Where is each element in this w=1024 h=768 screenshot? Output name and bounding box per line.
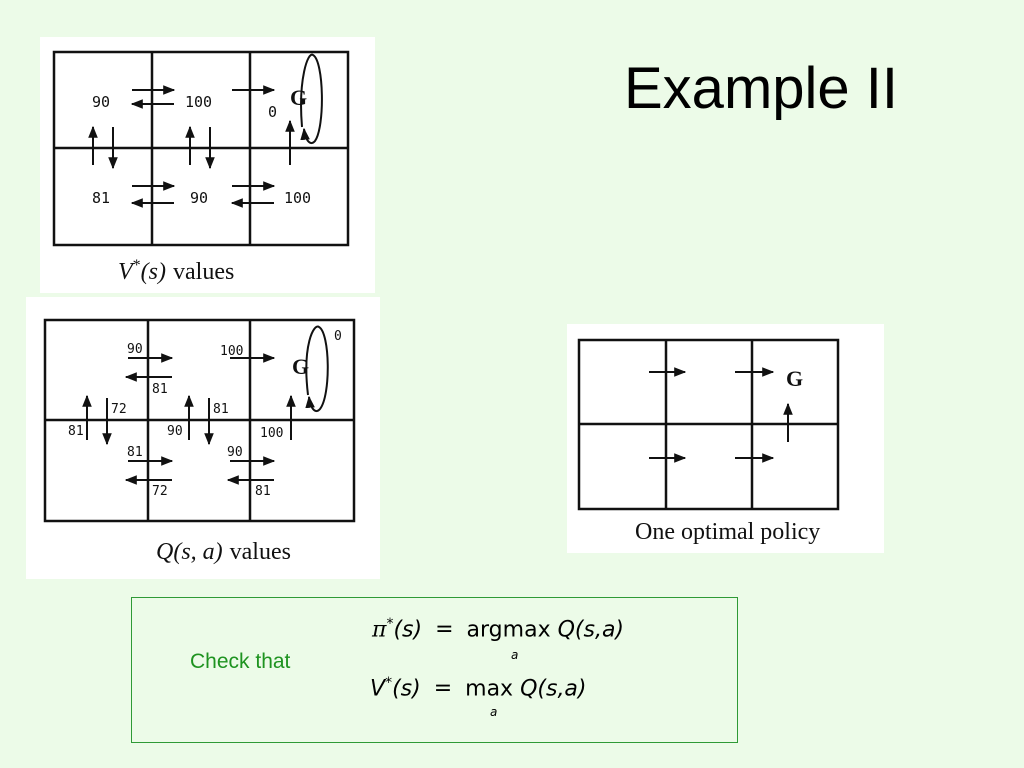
q-label-10: 81 xyxy=(127,445,143,460)
q-label-13: 81 xyxy=(255,484,271,499)
policy-grid xyxy=(577,338,840,511)
eq2-lhs-arg: (s) xyxy=(392,676,421,702)
v-goal-label: G xyxy=(290,85,307,110)
v-caption: V*(s) values xyxy=(118,257,234,285)
v-value-cell-3: 0 xyxy=(268,103,277,121)
q-grid xyxy=(43,318,356,523)
q-goal-label: G xyxy=(292,354,309,379)
eq2-star: * xyxy=(385,675,393,691)
v-arrows xyxy=(88,85,295,208)
q-caption-word: values xyxy=(230,539,291,565)
eq2-rhs: Q(s,a) xyxy=(520,676,587,702)
q-caption: Q(s, a) values xyxy=(156,539,291,565)
policy-caption: One optimal policy xyxy=(635,519,820,545)
policy-figure: G One optimal policy xyxy=(577,338,840,545)
q-label-11: 72 xyxy=(152,484,168,499)
eq1-rhs: Q(s,a) xyxy=(557,617,625,643)
q-goal-loop-arrow xyxy=(305,325,329,413)
v-caption-arg: (s) xyxy=(141,259,166,285)
policy-arrows xyxy=(649,367,793,463)
check-label: Check that xyxy=(190,650,291,673)
q-label-8: 81 xyxy=(68,424,84,439)
q-label-12: 90 xyxy=(227,445,243,460)
check-box: Check that π*(s) = argmax Q(s,a) a V*(s)… xyxy=(131,597,738,743)
v-values-panel: 90 100 0 81 90 100 G V*(s) values xyxy=(40,37,375,293)
slide-title: Example II xyxy=(624,56,898,121)
v-caption-star: * xyxy=(133,257,141,274)
v-value-cell-5: 90 xyxy=(190,189,208,207)
q-label-1: 90 xyxy=(127,342,143,357)
q-label-6: 81 xyxy=(213,402,229,417)
v-value-cell-6: 100 xyxy=(284,189,311,207)
policy-goal-label: G xyxy=(786,366,803,391)
eq1-lhs-arg: (s) xyxy=(393,617,423,643)
q-label-9: 100 xyxy=(260,426,283,441)
q-label-3: 100 xyxy=(220,344,243,359)
eq2-operator: max xyxy=(465,676,514,702)
v-goal-loop-arrow xyxy=(300,53,323,145)
v-values-figure: 90 100 0 81 90 100 G V*(s) values xyxy=(52,50,350,285)
v-symbol: V xyxy=(370,676,386,702)
v-grid xyxy=(52,50,350,247)
q-caption-symbol: Q(s, a) xyxy=(156,539,223,565)
q-label-4: 0 xyxy=(334,329,342,344)
q-values-panel: 90 81 100 0 72 81 90 81 100 81 72 90 81 … xyxy=(26,297,380,579)
eq1-star: * xyxy=(386,616,394,632)
v-caption-symbol: V xyxy=(118,259,135,285)
q-values-figure: 90 81 100 0 72 81 90 81 100 81 72 90 81 … xyxy=(43,318,356,565)
eq1-subscript: a xyxy=(511,648,519,662)
q-label-2: 81 xyxy=(152,382,168,397)
q-label-5: 72 xyxy=(111,402,127,417)
pi-symbol: π xyxy=(372,617,387,643)
policy-panel: G One optimal policy xyxy=(567,324,884,553)
eq1-equals: = xyxy=(435,617,454,643)
v-value-cell-1: 90 xyxy=(92,93,110,111)
q-arrows xyxy=(82,353,296,485)
policy-equation: π*(s) = argmax Q(s,a) xyxy=(372,616,624,642)
v-value-cell-2: 100 xyxy=(185,93,212,111)
v-value-cell-4: 81 xyxy=(92,189,110,207)
eq1-operator: argmax xyxy=(466,617,551,643)
q-label-7: 90 xyxy=(167,424,183,439)
value-equation: V*(s) = max Q(s,a) xyxy=(370,675,587,701)
eq2-equals: = xyxy=(433,676,453,702)
v-caption-word: values xyxy=(173,259,234,285)
eq2-subscript: a xyxy=(490,705,498,719)
